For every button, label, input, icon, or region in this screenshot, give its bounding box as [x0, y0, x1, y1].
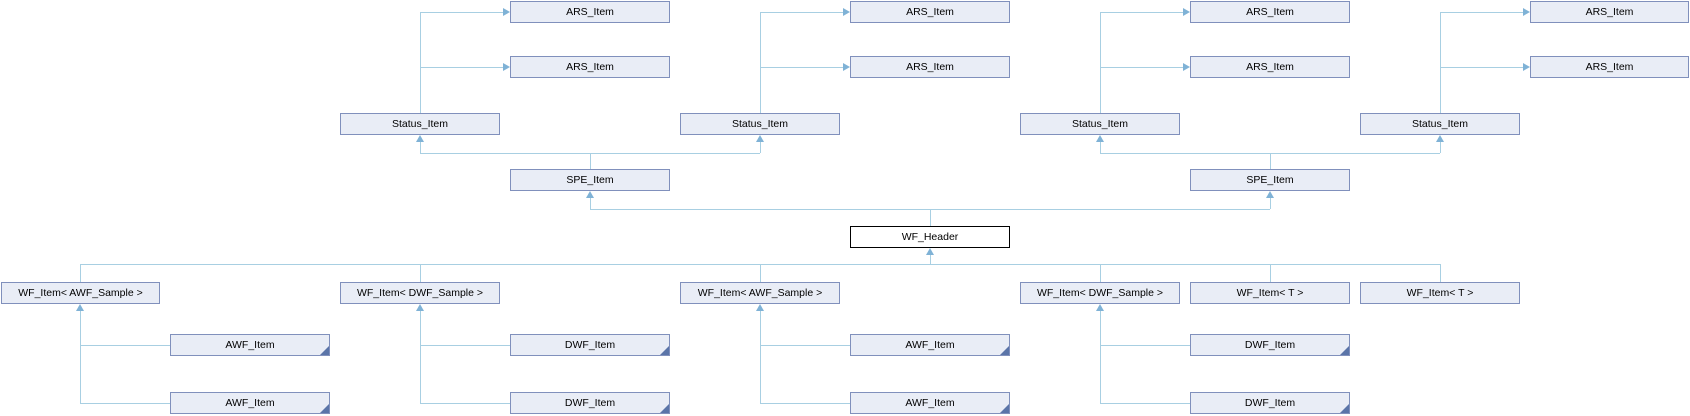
edge-line — [1440, 12, 1441, 113]
arrowhead-up-icon — [1266, 191, 1274, 198]
arrowhead-right-icon — [1523, 63, 1530, 71]
node-ars-2b[interactable]: ARS_Item — [850, 56, 1010, 78]
edge-line — [420, 12, 421, 113]
edge-line — [590, 198, 591, 209]
edge-line — [590, 153, 591, 169]
node-dwf-2b[interactable]: DWF_Item — [510, 392, 670, 414]
edge-line — [80, 264, 81, 282]
node-ars-4a[interactable]: ARS_Item — [1530, 1, 1689, 23]
node-ars-1b[interactable]: ARS_Item — [510, 56, 670, 78]
node-ars-3a[interactable]: ARS_Item — [1190, 1, 1350, 23]
node-spe-2[interactable]: SPE_Item — [1190, 169, 1350, 191]
node-wf-item-1[interactable]: WF_Item< AWF_Sample > — [1, 282, 160, 304]
edge-line — [420, 67, 503, 68]
node-wf-item-5[interactable]: WF_Item< T > — [1190, 282, 1350, 304]
node-awf-3a[interactable]: AWF_Item — [850, 334, 1010, 356]
truncated-corner-icon — [1340, 404, 1349, 413]
edge-line — [1100, 142, 1101, 153]
edge-line — [1270, 198, 1271, 209]
node-ars-3b[interactable]: ARS_Item — [1190, 56, 1350, 78]
arrowhead-up-icon — [1096, 135, 1104, 142]
edge-line — [80, 345, 170, 346]
edge-line — [420, 264, 421, 282]
truncated-corner-icon — [320, 346, 329, 355]
truncated-corner-icon — [320, 404, 329, 413]
edge-line — [420, 403, 510, 404]
node-status-4[interactable]: Status_Item — [1360, 113, 1520, 135]
edge-line — [760, 142, 761, 153]
node-wf-item-3[interactable]: WF_Item< AWF_Sample > — [680, 282, 840, 304]
edge-line — [760, 12, 843, 13]
truncated-corner-icon — [660, 346, 669, 355]
edge-line — [420, 12, 503, 13]
arrowhead-up-icon — [926, 248, 934, 255]
arrowhead-right-icon — [503, 8, 510, 16]
edge-line — [760, 403, 850, 404]
edge-line — [420, 345, 510, 346]
arrowhead-right-icon — [503, 63, 510, 71]
arrowhead-right-icon — [1523, 8, 1530, 16]
edge-line — [1440, 67, 1523, 68]
node-ars-2a[interactable]: ARS_Item — [850, 1, 1010, 23]
node-wf-header[interactable]: WF_Header — [850, 226, 1010, 248]
edge-line — [760, 311, 761, 403]
arrowhead-up-icon — [416, 304, 424, 311]
node-ars-1a[interactable]: ARS_Item — [510, 1, 670, 23]
arrowhead-up-icon — [1096, 304, 1104, 311]
truncated-corner-icon — [660, 404, 669, 413]
arrowhead-up-icon — [756, 135, 764, 142]
edge-line — [1270, 264, 1271, 282]
edge-line — [420, 311, 421, 403]
arrowhead-up-icon — [416, 135, 424, 142]
truncated-corner-icon — [1000, 346, 1009, 355]
edge-line — [1100, 311, 1101, 403]
edge-line — [760, 345, 850, 346]
arrowhead-right-icon — [1183, 8, 1190, 16]
edge-line — [420, 142, 421, 153]
edge-line — [1440, 142, 1441, 153]
node-wf-item-2[interactable]: WF_Item< DWF_Sample > — [340, 282, 500, 304]
truncated-corner-icon — [1000, 404, 1009, 413]
edge-line — [1100, 264, 1101, 282]
edge-line — [930, 255, 931, 264]
arrowhead-right-icon — [843, 63, 850, 71]
edge-line — [760, 12, 761, 113]
edge-line — [1100, 12, 1101, 113]
edge-line — [760, 67, 843, 68]
edge-line — [80, 311, 81, 403]
edge-line — [1100, 12, 1183, 13]
node-awf-1b[interactable]: AWF_Item — [170, 392, 330, 414]
arrowhead-up-icon — [756, 304, 764, 311]
node-ars-4b[interactable]: ARS_Item — [1530, 56, 1689, 78]
node-awf-1a[interactable]: AWF_Item — [170, 334, 330, 356]
edge-line — [760, 264, 761, 282]
node-spe-1[interactable]: SPE_Item — [510, 169, 670, 191]
node-status-2[interactable]: Status_Item — [680, 113, 840, 135]
edge-line — [80, 403, 170, 404]
arrowhead-right-icon — [843, 8, 850, 16]
node-awf-3b[interactable]: AWF_Item — [850, 392, 1010, 414]
node-wf-item-4[interactable]: WF_Item< DWF_Sample > — [1020, 282, 1180, 304]
edge-line — [1440, 12, 1523, 13]
edge-line — [1440, 264, 1441, 282]
arrowhead-up-icon — [1436, 135, 1444, 142]
edge-line — [1100, 67, 1183, 68]
arrowhead-up-icon — [76, 304, 84, 311]
node-wf-item-6[interactable]: WF_Item< T > — [1360, 282, 1520, 304]
node-dwf-4b[interactable]: DWF_Item — [1190, 392, 1350, 414]
node-status-3[interactable]: Status_Item — [1020, 113, 1180, 135]
truncated-corner-icon — [1340, 346, 1349, 355]
arrowhead-right-icon — [1183, 63, 1190, 71]
node-status-1[interactable]: Status_Item — [340, 113, 500, 135]
edge-line — [1100, 403, 1190, 404]
node-dwf-4a[interactable]: DWF_Item — [1190, 334, 1350, 356]
node-dwf-2a[interactable]: DWF_Item — [510, 334, 670, 356]
edge-line — [1270, 153, 1271, 169]
edge-line — [1100, 345, 1190, 346]
edge-line — [930, 209, 931, 226]
arrowhead-up-icon — [586, 191, 594, 198]
